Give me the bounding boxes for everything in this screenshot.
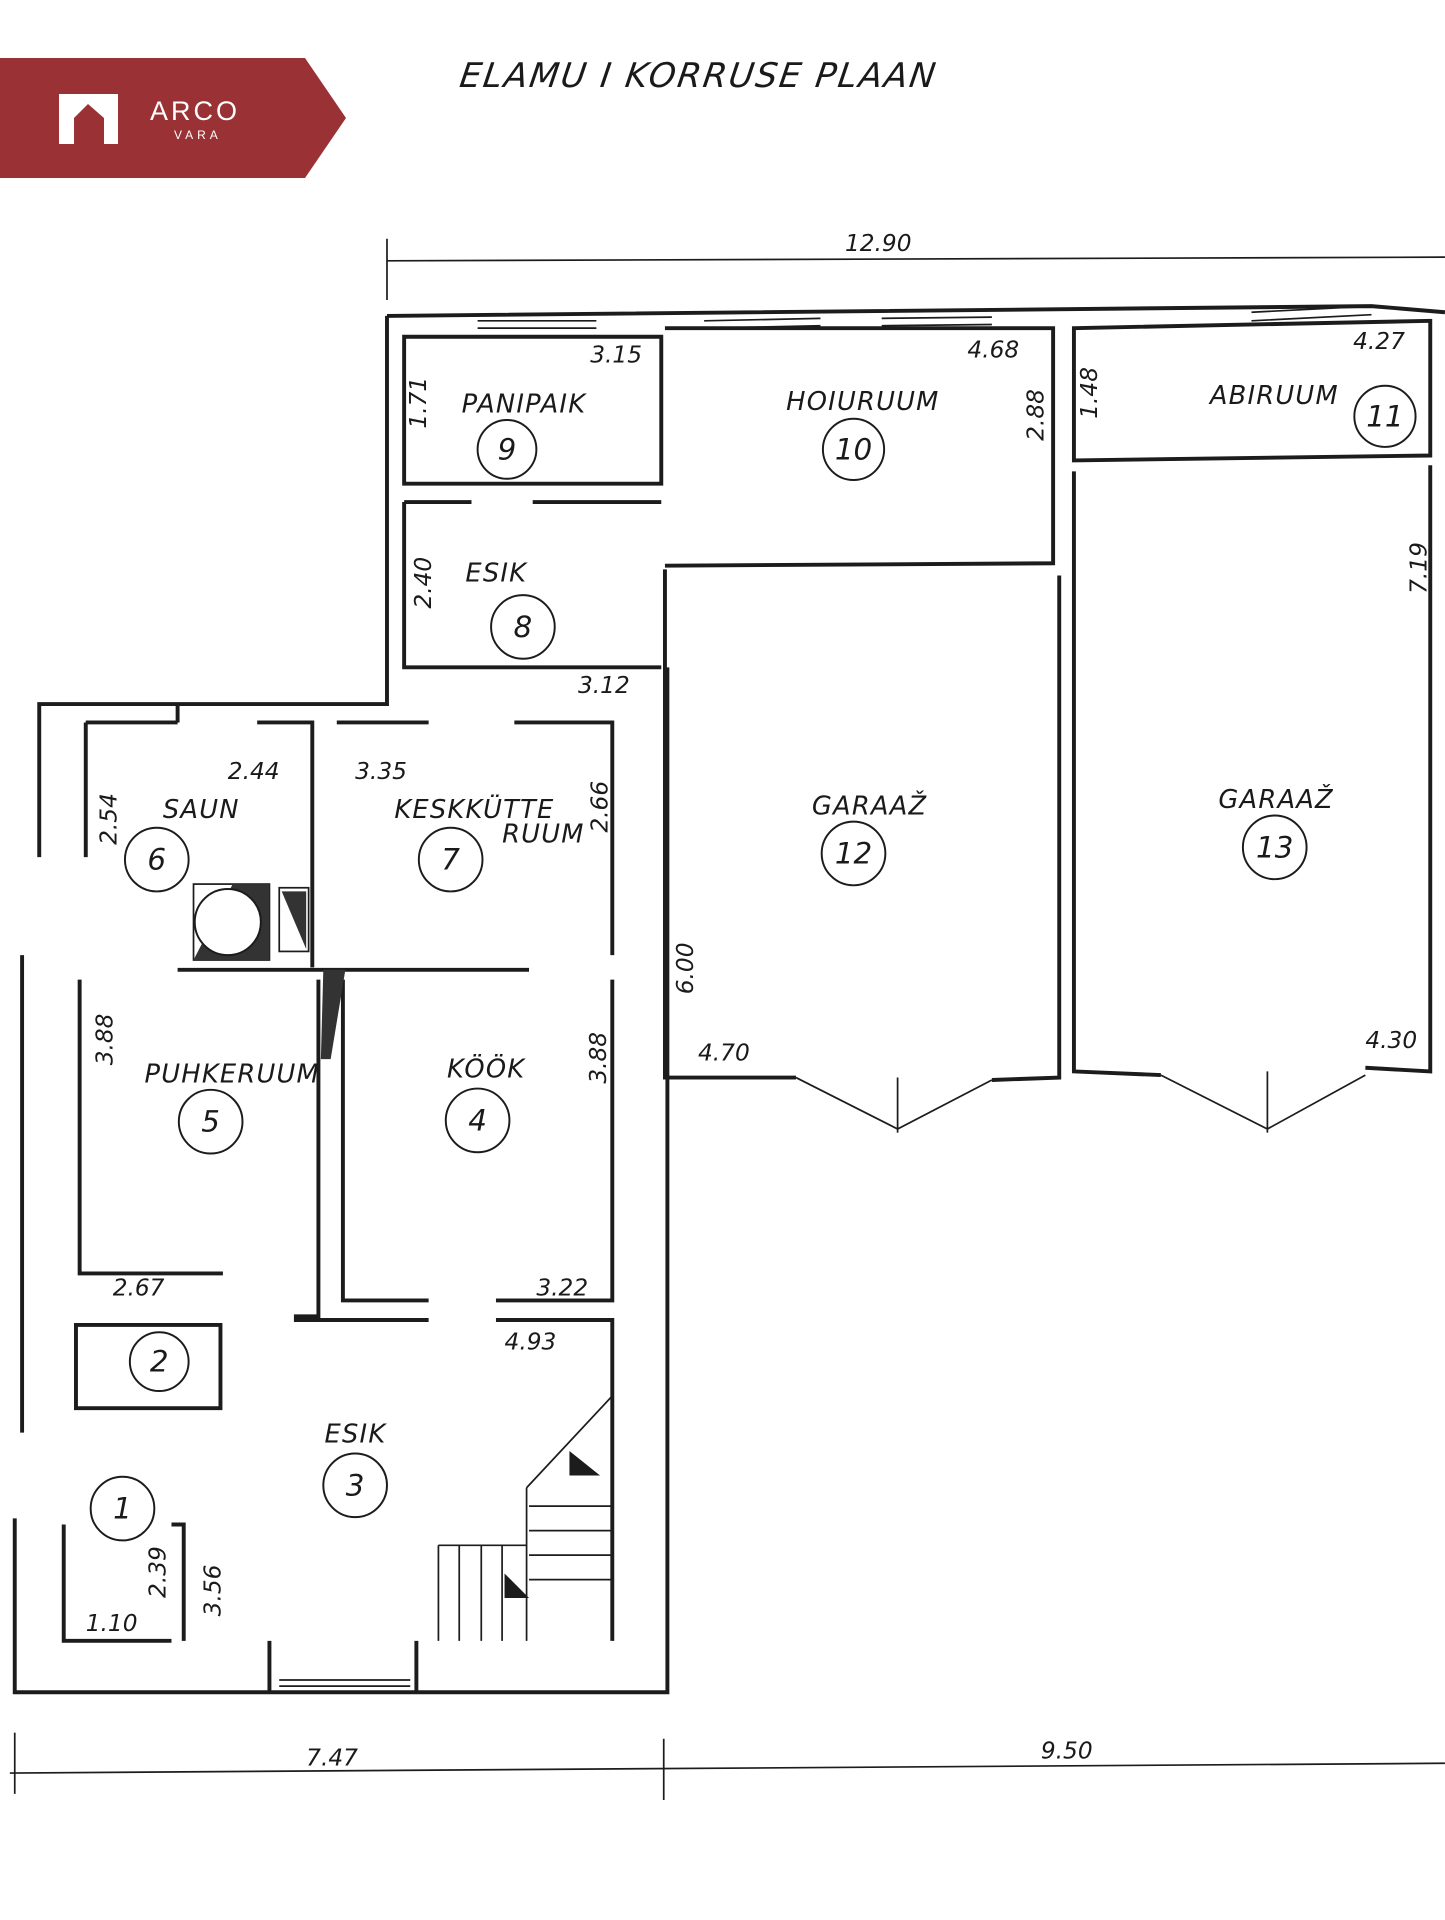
room-1: 1 1.10 2.39 [86, 1475, 171, 1637]
plan-title: ELAMU I KORRUSE PLAAN [457, 56, 940, 96]
overall-width-dimension: 12.90 [845, 230, 912, 257]
svg-text:4.68: 4.68 [967, 337, 1019, 364]
svg-text:6: 6 [147, 843, 166, 877]
svg-text:3: 3 [346, 1468, 365, 1502]
room-10: HOIURUUM 10 4.68 2.88 [786, 337, 1049, 481]
svg-text:5: 5 [201, 1105, 220, 1139]
windows [279, 305, 1372, 1687]
svg-text:HOIURUUM: HOIURUUM [786, 387, 939, 417]
svg-text:8: 8 [514, 610, 533, 644]
svg-text:2.39: 2.39 [144, 1546, 171, 1598]
room-12: GARAAŽ 12 4.70 6.00 [672, 789, 928, 1066]
room-11: ABIRUUM 11 4.27 1.48 [1076, 328, 1417, 448]
svg-text:3.56: 3.56 [199, 1565, 226, 1617]
svg-text:GARAAŽ: GARAAŽ [1218, 783, 1334, 815]
svg-text:4.30: 4.30 [1365, 1027, 1417, 1054]
staircase [437, 1395, 613, 1641]
walls [12, 304, 1445, 1695]
logo-subtitle: VARA [174, 128, 222, 142]
svg-text:2.40: 2.40 [410, 557, 437, 609]
svg-text:2.44: 2.44 [228, 758, 280, 785]
arco-vara-logo [0, 58, 348, 178]
svg-text:ESIK: ESIK [325, 1419, 388, 1449]
svg-text:3.12: 3.12 [578, 672, 630, 699]
svg-text:6.00: 6.00 [672, 943, 699, 995]
svg-text:3.15: 3.15 [590, 341, 642, 368]
svg-text:9: 9 [498, 432, 517, 466]
svg-text:2.88: 2.88 [1022, 389, 1049, 441]
room-2: 2 [128, 1331, 190, 1392]
svg-text:2.54: 2.54 [95, 793, 122, 845]
room-3: ESIK 3 4.93 3.56 [199, 1328, 556, 1616]
room-5: PUHKERUUM 5 2.67 3.88 [92, 1014, 320, 1302]
svg-text:7.19: 7.19 [1406, 542, 1433, 594]
svg-text:KESKKÜTTE: KESKKÜTTE [394, 793, 554, 825]
room-7: KESKKÜTTE RUUM 7 3.35 2.66 [355, 758, 613, 893]
svg-text:1.48: 1.48 [1076, 367, 1103, 419]
garage-wing-dimension: 9.50 [1041, 1737, 1093, 1764]
svg-text:3.35: 3.35 [355, 758, 407, 785]
svg-text:3.88: 3.88 [585, 1032, 612, 1084]
svg-text:12: 12 [835, 836, 872, 870]
svg-text:13: 13 [1256, 830, 1293, 864]
svg-text:4.27: 4.27 [1353, 328, 1405, 355]
svg-text:PUHKERUUM: PUHKERUUM [145, 1059, 320, 1089]
room-4: KÖÖK 4 3.22 3.88 [444, 1032, 612, 1302]
left-wing-dimension: 7.47 [306, 1745, 358, 1772]
svg-text:4.70: 4.70 [698, 1039, 750, 1066]
svg-text:GARAAŽ: GARAAŽ [812, 789, 928, 821]
room-9: PANIPAIK 9 3.15 1.71 [405, 341, 642, 480]
svg-text:KÖÖK: KÖÖK [447, 1053, 526, 1085]
svg-text:2.67: 2.67 [113, 1275, 165, 1302]
sauna-stove [192, 883, 346, 1060]
svg-text:11: 11 [1366, 399, 1403, 433]
room-13: GARAAŽ 13 4.30 7.19 [1218, 542, 1432, 1054]
garage-doors [795, 1071, 1366, 1133]
svg-text:1.71: 1.71 [405, 377, 432, 429]
svg-text:SAUN: SAUN [163, 795, 240, 825]
svg-text:10: 10 [835, 432, 872, 466]
dimension-lines [9, 238, 1445, 1800]
svg-text:RUUM: RUUM [502, 819, 585, 849]
svg-text:ESIK: ESIK [465, 559, 528, 589]
room-8: ESIK 8 3.12 2.40 [410, 557, 630, 699]
room-6: SAUN 6 2.44 2.54 [95, 758, 280, 893]
svg-text:2.66: 2.66 [586, 781, 613, 833]
svg-text:3.22: 3.22 [536, 1275, 588, 1302]
svg-text:ABIRUUM: ABIRUUM [1208, 381, 1339, 411]
svg-text:4: 4 [468, 1103, 487, 1137]
svg-text:4.93: 4.93 [505, 1328, 557, 1355]
svg-text:7: 7 [441, 843, 460, 877]
svg-text:1: 1 [113, 1492, 132, 1526]
svg-text:PANIPAIK: PANIPAIK [462, 390, 588, 420]
logo-name: ARCO [150, 96, 241, 126]
svg-text:3.88: 3.88 [92, 1014, 119, 1066]
svg-text:1.10: 1.10 [86, 1610, 138, 1637]
svg-text:2: 2 [150, 1345, 169, 1379]
